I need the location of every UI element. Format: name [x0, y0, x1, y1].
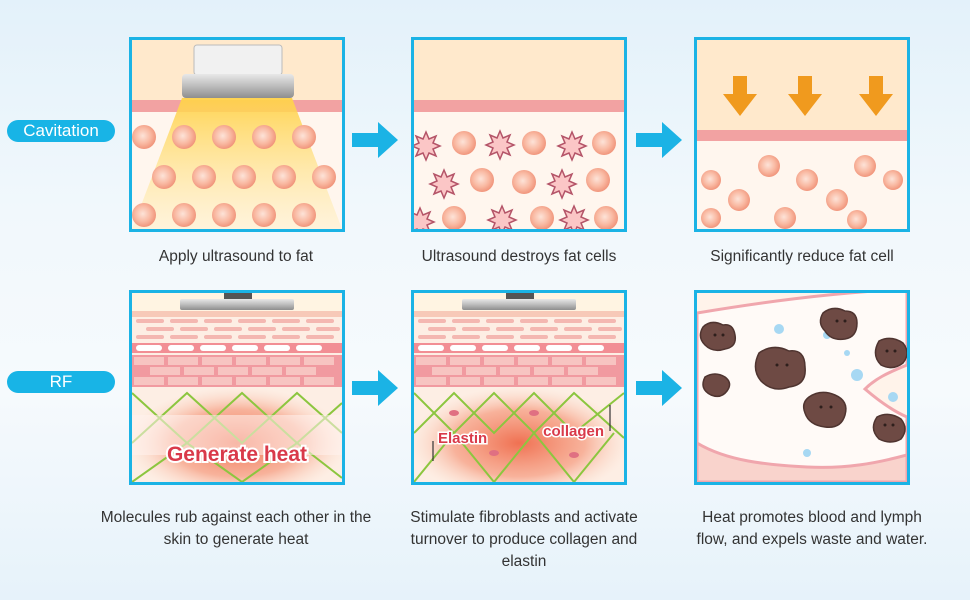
- panel-apply-ultrasound: [129, 37, 345, 232]
- burst-fat-cells: [414, 129, 590, 229]
- heat-zone: [414, 387, 624, 482]
- caption-destroys-fat: Ultrasound destroys fat cells: [421, 248, 617, 265]
- fat-cells: [132, 125, 336, 227]
- caption-molecules-rub: Molecules rub against each other in the …: [100, 509, 372, 548]
- right-arrow-icon: [636, 122, 682, 158]
- collagen-label: collagen: [543, 423, 604, 440]
- caption-stimulate-fibroblasts: Stimulate fibroblasts and activate turno…: [410, 509, 638, 570]
- caption-reduce-fat: Significantly reduce fat cell: [710, 248, 894, 265]
- skin-layers: [414, 311, 624, 387]
- fat-cells: [701, 155, 903, 229]
- panel-generate-heat: Generate heat: [129, 290, 345, 485]
- down-arrow-icon: [723, 76, 893, 116]
- caption-apply-ultrasound: Apply ultrasound to fat: [158, 248, 314, 265]
- collagen-fibers: [414, 391, 624, 482]
- panel-destroys-fat: [411, 37, 627, 232]
- ultrasound-probe: [182, 44, 294, 98]
- skin-layers: [132, 311, 342, 387]
- cavitation-label: Cavitation: [7, 120, 115, 142]
- fibroblast-cells: [449, 410, 579, 458]
- panel-stimulate-fibroblasts: Elastin collagen: [411, 290, 627, 485]
- rf-probe: [462, 293, 576, 310]
- elastin-label: Elastin: [438, 430, 487, 447]
- right-arrow-icon: [352, 370, 398, 406]
- panel-lymph-flow: [694, 290, 910, 485]
- rf-probe: [180, 293, 294, 310]
- waste-particles: [699, 307, 907, 443]
- fat-cells: [442, 131, 618, 229]
- panel-reduce-fat: [694, 37, 910, 232]
- vessel: [697, 293, 907, 482]
- right-arrow-icon: [352, 122, 398, 158]
- right-arrow-icon: [636, 370, 682, 406]
- generate-heat-label: Generate heat: [167, 443, 307, 466]
- rf-label: RF: [7, 371, 115, 393]
- caption-heat-promotes: Heat promotes blood and lymph flow, and …: [696, 509, 928, 548]
